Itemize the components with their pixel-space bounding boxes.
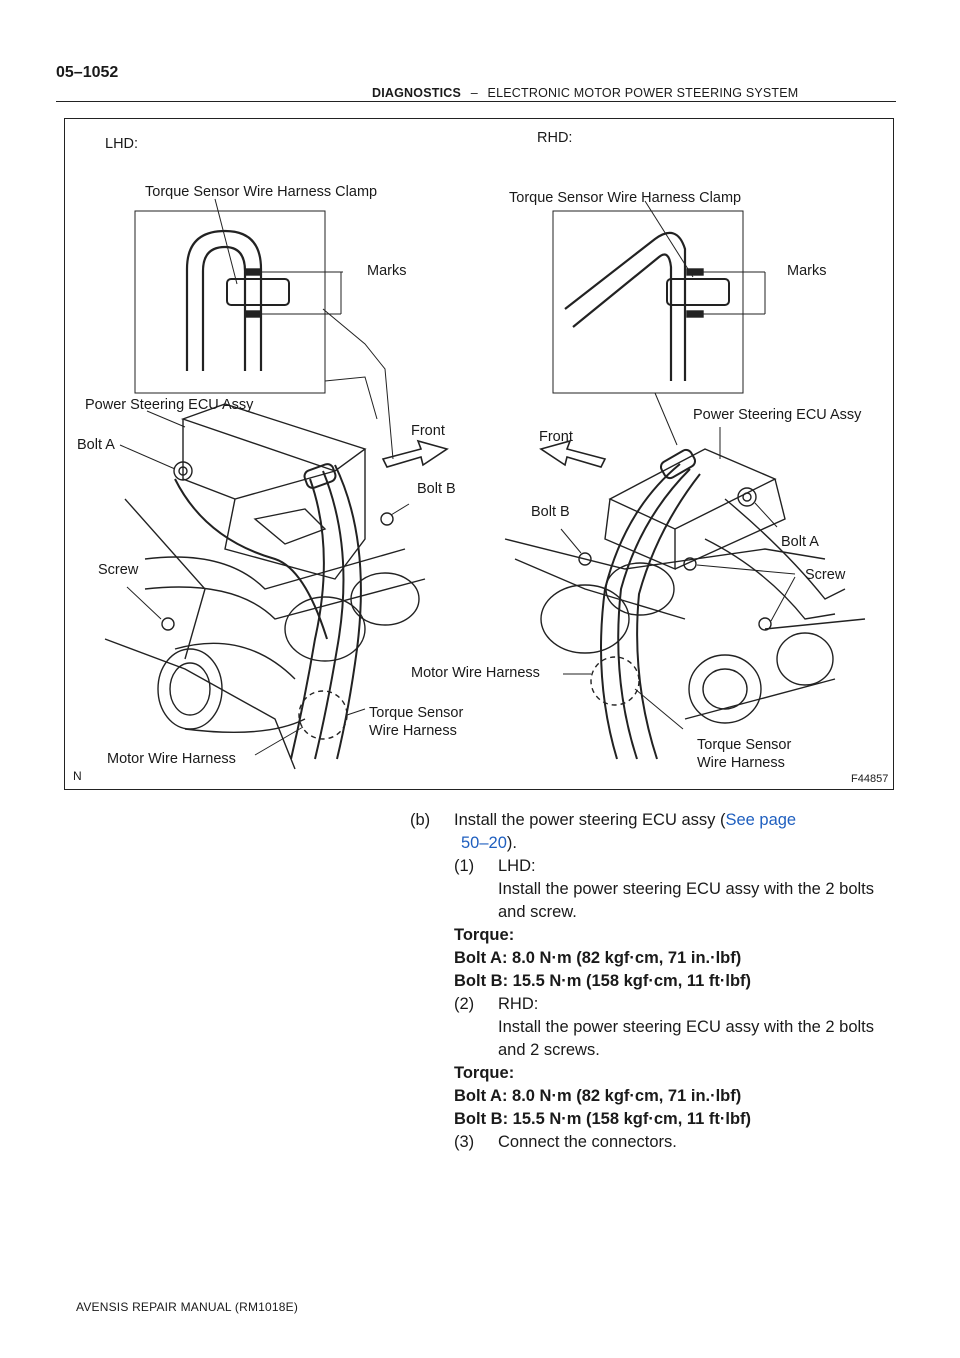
lhd-inset-frame	[134, 210, 326, 394]
lhd-harness-loop	[185, 229, 263, 371]
step-2-title: RHD:	[498, 995, 539, 1013]
rhd-torque-sensor-harness-label: Torque Sensor Wire Harness	[697, 737, 792, 771]
step-b-end: ).	[506, 834, 517, 852]
torque-1-bolt-a: Bolt A: 8.0 N·m (82 kgf·cm, 71 in.·lbf)	[454, 949, 742, 967]
step-b: (b)	[410, 809, 430, 832]
rhd-harness-clamp	[659, 448, 697, 480]
rhd-screw-2	[758, 617, 772, 631]
step-1-text-2: and screw.	[498, 903, 577, 921]
lhd-front-arrow	[381, 439, 449, 468]
step-1-text-1: Install the power steering ECU assy with…	[498, 880, 875, 898]
lhd-bolt-a	[173, 461, 193, 481]
lhd-harness-clamp	[303, 463, 337, 489]
step-b-text-line2: 50–20).	[461, 832, 517, 855]
header-separator: –	[470, 86, 478, 100]
lhd-cylinder	[157, 648, 223, 730]
torque-2-bolt-a: Bolt A: 8.0 N·m (82 kgf·cm, 71 in.·lbf)	[454, 1087, 742, 1105]
torque-2-bolt-b: Bolt B: 15.5 N·m (158 kgf·cm, 11 ft·lbf)	[454, 1110, 752, 1128]
rhd-screw-1	[683, 557, 697, 571]
rhd-bolt-a-label: Bolt A	[781, 534, 819, 550]
lhd-motor-harness-label: Motor Wire Harness	[107, 751, 236, 767]
subsection-title: ELECTRONIC MOTOR POWER STEERING SYSTEM	[487, 86, 799, 100]
rhd-front-label: Front	[539, 429, 573, 445]
page-number: 05–1052	[56, 64, 119, 81]
lhd-title: LHD:	[105, 136, 139, 152]
step-2-text-2: and 2 screws.	[498, 1041, 600, 1059]
torque-1-label: Torque:	[454, 926, 515, 944]
step-1-title: LHD:	[498, 857, 536, 875]
step-2-text-1: Install the power steering ECU assy with…	[498, 1018, 875, 1036]
running-header: DIAGNOSTICS – ELECTRONIC MOTOR POWER STE…	[372, 86, 798, 100]
installation-figure: LHD: Torque Sensor Wire Harness Clamp Ma…	[64, 118, 894, 790]
lhd-clamp-label: Torque Sensor Wire Harness Clamp	[145, 184, 378, 200]
lhd-mark-upper	[244, 268, 262, 276]
rhd-clamp-label: Torque Sensor Wire Harness Clamp	[509, 190, 742, 206]
lhd-ecu-top	[180, 403, 367, 472]
lhd-torque-sensor-harness-label: Torque Sensor Wire Harness	[369, 705, 464, 739]
rhd-bolt-a	[737, 487, 757, 507]
rhd-front-arrow	[539, 439, 607, 468]
rhd-ecu-label: Power Steering ECU Assy	[693, 407, 862, 423]
lhd-bolt-a-label: Bolt A	[77, 437, 115, 453]
torque-2-label: Torque:	[454, 1064, 515, 1082]
figure-illustration	[104, 198, 866, 770]
lhd-screw-label: Screw	[98, 562, 139, 578]
step-3-text: Connect the connectors.	[498, 1133, 677, 1151]
header-rule	[56, 101, 896, 102]
step-3-label: (3)	[454, 1133, 475, 1151]
rhd-inset-frame	[552, 210, 744, 394]
step-2-label: (2)	[454, 995, 475, 1013]
rhd-screw-label: Screw	[805, 567, 846, 583]
see-page-link[interactable]: See page	[725, 811, 797, 829]
rhd-cylinder	[688, 654, 762, 724]
rhd-harness-callout	[590, 656, 640, 706]
torque-1-bolt-b: Bolt B: 15.5 N·m (158 kgf·cm, 11 ft·lbf)	[454, 972, 752, 990]
rhd-motor-harness-label: Motor Wire Harness	[411, 665, 540, 681]
lhd-mark-lower	[244, 310, 262, 318]
rhd-clamp	[666, 278, 730, 306]
rhd-bolt-b-label: Bolt B	[531, 504, 570, 520]
step-b-sentence: Install the power steering ECU assy (	[454, 811, 726, 829]
lhd-front-label: Front	[411, 423, 445, 439]
step-b-label: (b)	[410, 811, 431, 829]
rhd-bolt-b	[578, 552, 592, 566]
rhd-marks-label: Marks	[787, 263, 827, 279]
rhd-harness-bend	[564, 231, 687, 381]
rhd-title: RHD:	[537, 130, 573, 146]
lhd-screw	[161, 617, 175, 631]
section-title: DIAGNOSTICS	[372, 86, 462, 100]
figure-id: F44857	[851, 773, 889, 785]
lhd-marks-label: Marks	[367, 263, 407, 279]
lhd-bolt-b	[380, 512, 394, 526]
step-1-label: (1)	[454, 857, 475, 875]
lhd-ecu-label: Power Steering ECU Assy	[85, 397, 254, 413]
footer-manual-id: AVENSIS REPAIR MANUAL (RM1018E)	[76, 1300, 299, 1314]
step-b-text: Install the power steering ECU assy (See…	[454, 809, 796, 832]
rhd-mark-lower	[686, 310, 704, 318]
lhd-clamp	[226, 278, 290, 306]
page-reference-link[interactable]: 50–20	[461, 834, 507, 852]
figure-corner-mark: N	[73, 769, 82, 783]
lhd-harness-callout	[298, 690, 348, 740]
lhd-bolt-b-label: Bolt B	[417, 481, 456, 497]
